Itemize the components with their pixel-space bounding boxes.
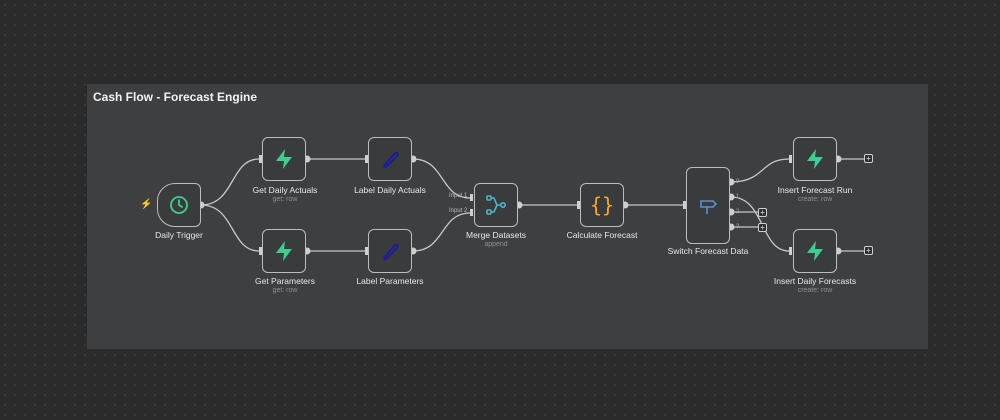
add-node-button[interactable]: + (864, 154, 873, 163)
supabase-bolt-icon (807, 149, 823, 169)
input-handle (683, 201, 686, 209)
node-label: Label Daily Actuals (354, 185, 426, 195)
merge-icon (486, 195, 507, 215)
pencil-icon (383, 151, 399, 168)
node-subtitle: create: row (797, 196, 833, 203)
input-handle (577, 201, 580, 209)
code-braces-icon: {} (589, 193, 615, 217)
node-get-daily-actuals[interactable] (262, 137, 306, 181)
node-insert-forecast-run[interactable] (793, 137, 837, 181)
input-label: Input 2 (449, 208, 468, 214)
node-label: Get Parameters (255, 276, 315, 286)
edge (412, 158, 471, 199)
node-get-parameters[interactable] (262, 229, 306, 273)
input-handle (259, 247, 262, 255)
input-label: Input 1 (449, 193, 468, 199)
node-label: Daily Trigger (155, 230, 203, 240)
input-handle (365, 247, 368, 255)
node-label: Label Parameters (356, 276, 424, 286)
input-handle (365, 155, 368, 163)
node-subtitle: append (484, 241, 508, 248)
node-label: Get Daily Actuals (252, 185, 318, 195)
input-handle (259, 155, 262, 163)
node-daily-trigger[interactable] (157, 183, 201, 227)
supabase-bolt-icon (276, 241, 292, 261)
output-label: 1 (736, 194, 740, 200)
node-merge-datasets[interactable] (474, 183, 518, 227)
node-calculate-forecast[interactable]: {} (580, 183, 624, 227)
node-switch-forecast-data[interactable] (686, 167, 730, 244)
node-label: Insert Forecast Run (777, 185, 853, 195)
input-handle (789, 155, 792, 163)
input-handle (470, 194, 473, 201)
node-label: Switch Forecast Data (667, 246, 749, 256)
node-subtitle: get: row (272, 196, 298, 203)
input-handle (789, 247, 792, 255)
clock-icon (170, 196, 188, 214)
node-label-daily-actuals[interactable] (368, 137, 412, 181)
supabase-bolt-icon (807, 241, 823, 261)
output-label: 0 (736, 179, 740, 185)
trigger-bolt-icon: ⚡ (140, 199, 153, 210)
add-node-button[interactable]: + (758, 208, 767, 217)
node-insert-daily-forecasts[interactable] (793, 229, 837, 273)
edge (200, 204, 260, 252)
edge (200, 158, 260, 206)
node-subtitle: get: row (272, 287, 298, 294)
supabase-bolt-icon (276, 149, 292, 169)
input-handle (470, 209, 473, 216)
edge (412, 212, 471, 252)
edge (730, 158, 790, 183)
node-label-parameters[interactable] (368, 229, 412, 273)
node-label: Merge Datasets (466, 230, 526, 240)
add-node-button[interactable]: + (864, 246, 873, 255)
node-label: Insert Daily Forecasts (773, 276, 857, 286)
output-label: 2 (736, 209, 740, 215)
node-label: Calculate Forecast (566, 230, 638, 240)
output-label: 3 (736, 224, 740, 230)
add-node-button[interactable]: + (758, 223, 767, 232)
group-title: Cash Flow - Forecast Engine (93, 90, 258, 104)
node-subtitle: create: row (797, 287, 833, 294)
signpost-icon (700, 199, 718, 214)
pencil-icon (383, 243, 399, 260)
